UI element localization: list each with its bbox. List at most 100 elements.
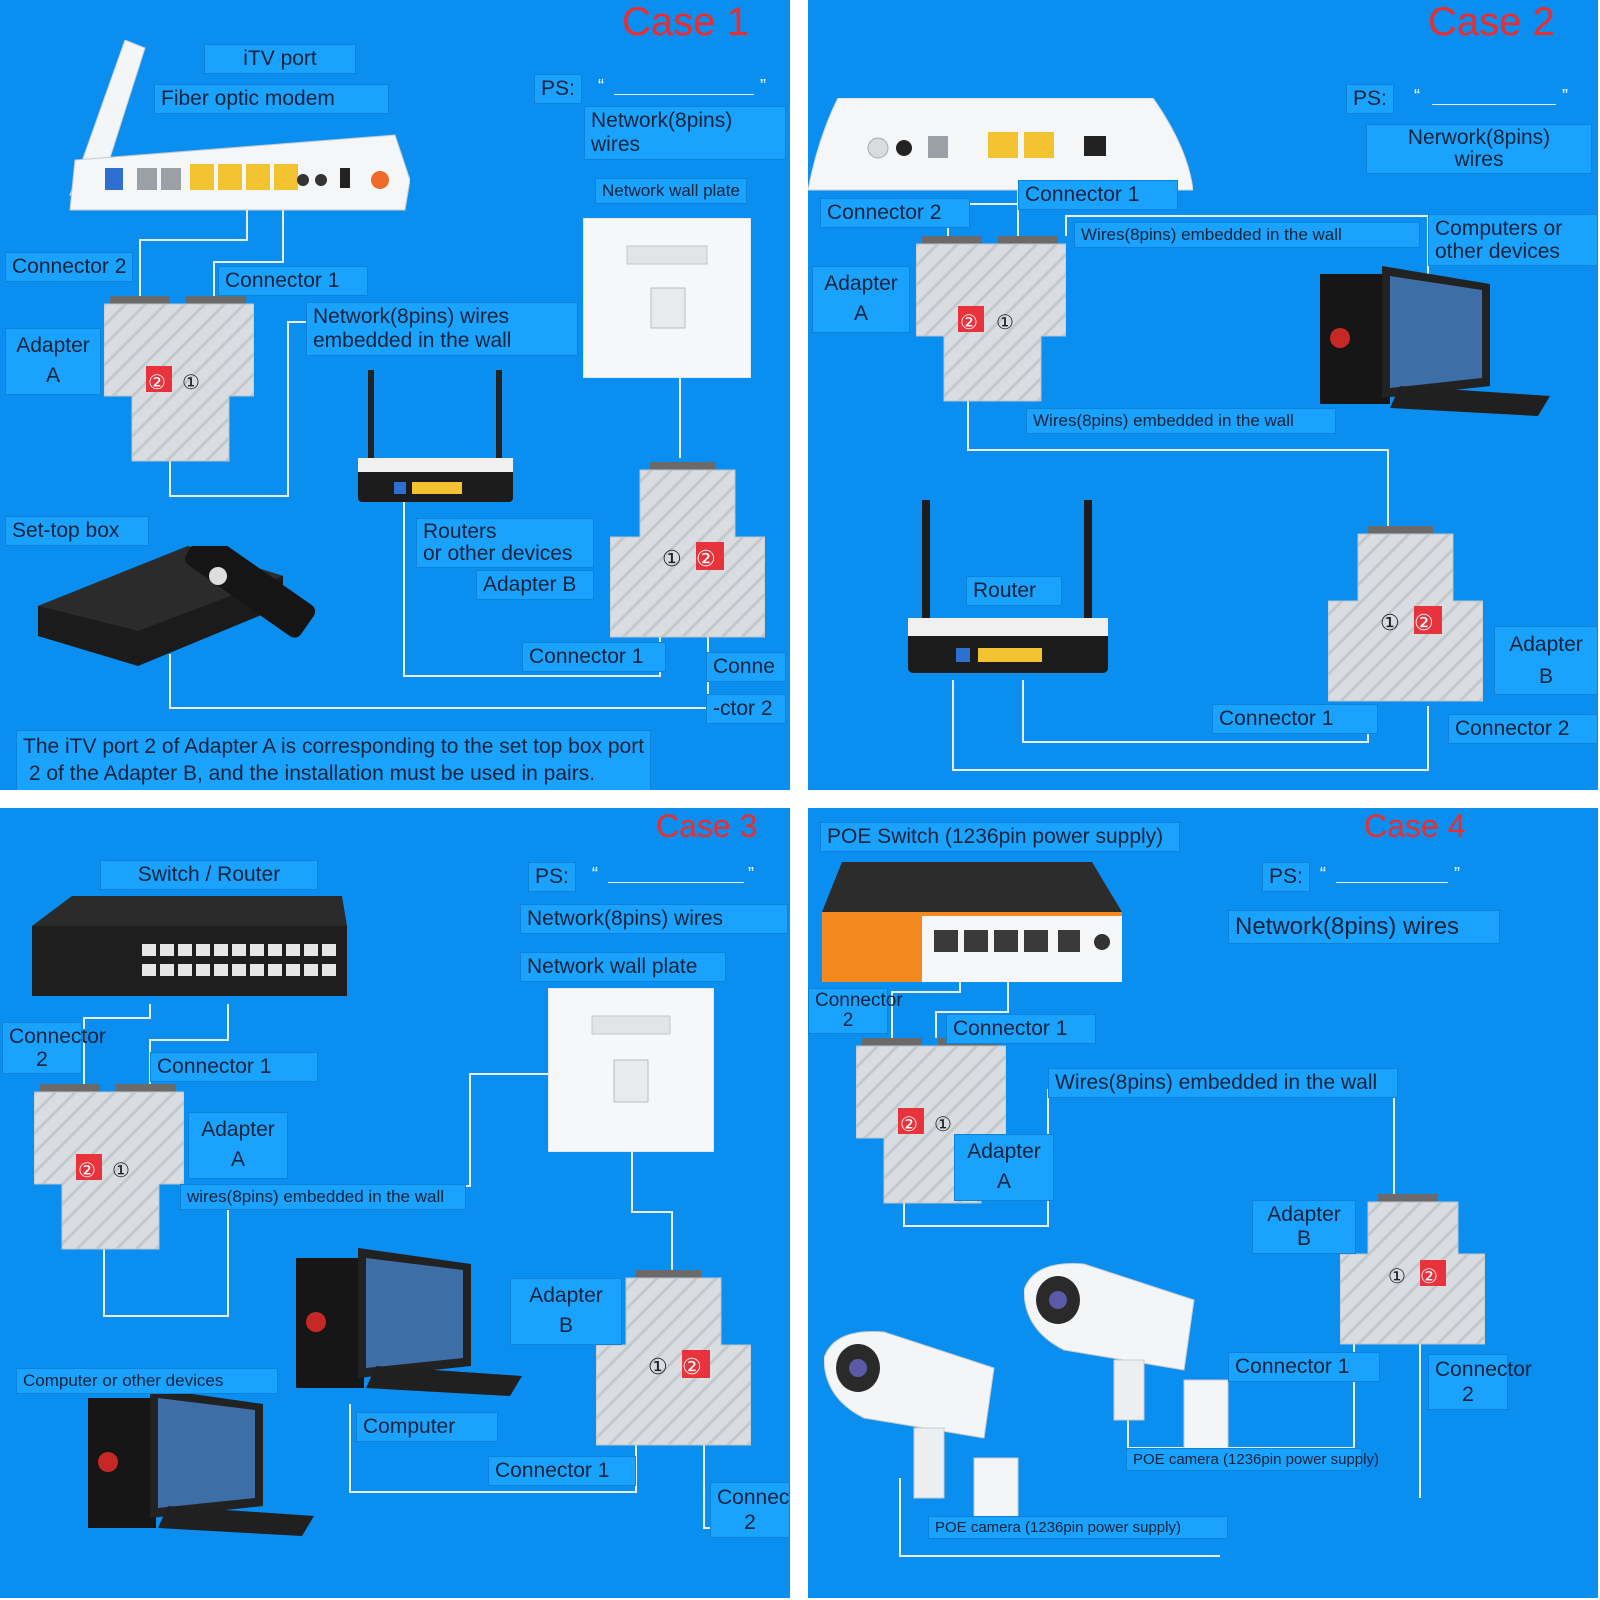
case1-embedded-label: Network(8pins) wires embedded in the wal… <box>306 302 578 356</box>
case2-router-label: Router <box>966 576 1062 606</box>
router-device <box>358 370 513 510</box>
case3-computer-other-device <box>88 1388 318 1538</box>
case4-adapter-b-port-two: ② <box>1414 1264 1444 1291</box>
case3-adapter-b-port-one: ① <box>642 1352 674 1381</box>
case4-title: Case 4 <box>1364 808 1465 845</box>
case2-title: Case 2 <box>1428 0 1555 45</box>
case-4-panel: ② ① ① ② Case 4 POE Switch (1236pin power… <box>808 808 1598 1598</box>
adapter-a-port-one: ① <box>176 370 206 397</box>
routers-label: Routers or other devices <box>416 518 594 568</box>
case1-adapter-b-label: Adapter B <box>476 570 594 600</box>
case1-ps-line <box>614 94 754 95</box>
case4-adapter-b-label: Adapter B <box>1252 1200 1356 1254</box>
case3-quote-open: “ <box>592 864 598 885</box>
case1-wires-label: Network(8pins) wires <box>584 106 786 160</box>
case3-title: Case 3 <box>656 808 757 845</box>
case4-wires-label: Network(8pins) wires <box>1228 910 1500 944</box>
case4-embedded-label: Wires(8pins) embedded in the wall <box>1048 1068 1398 1098</box>
case3-quote-close: ” <box>748 864 754 885</box>
case1-ps-label: PS: <box>534 74 582 104</box>
case2-quote-open: “ <box>1414 86 1420 107</box>
case1-title: Case 1 <box>622 0 749 45</box>
computer-label: Computer <box>356 1412 498 1442</box>
settop-box-label: Set-top box <box>5 516 149 546</box>
case3-connector2-b: Connector 2 <box>710 1482 790 1538</box>
case1-connector2-a: Connector 2 <box>5 252 133 282</box>
case2-computers-label: Computers or other devices <box>1428 214 1598 266</box>
case4-ps-line <box>1336 882 1448 883</box>
settop-box-device <box>38 546 323 676</box>
case4-quote-close: ” <box>1454 864 1460 885</box>
case2-adapter-b-port-two: ② <box>1408 608 1440 637</box>
case2-connector1-b: Connector 1 <box>1212 704 1378 734</box>
case2-ps-line <box>1432 104 1556 105</box>
case4-adapter-a-port-two: ② <box>894 1112 924 1139</box>
case3-adapter-a-port-two: ② <box>72 1158 102 1185</box>
case2-adapter-a-port-one: ① <box>990 310 1020 337</box>
wall-plate-device <box>583 218 751 378</box>
case2-adapter-a-port-two: ② <box>954 310 984 337</box>
itv-port-label: iTV port <box>204 44 356 74</box>
case4-connector1-b: Connector 1 <box>1228 1352 1380 1382</box>
case3-ps-label: PS: <box>528 862 576 892</box>
case3-adapter-a-label: Adapter A <box>188 1112 288 1179</box>
case4-quote-open: “ <box>1320 864 1326 885</box>
case-2-panel: ② ① ① ② Case 2 PS: “ ” Nerwork(8pins) wi… <box>808 0 1598 790</box>
case2-adapter-a-label: Adapter A <box>812 266 910 333</box>
case3-ps-line <box>608 882 744 883</box>
case-1-panel: ② ① ① ② Case 1 iTV port Fiber optic mode… <box>0 0 790 790</box>
adapter-a-port-two: ② <box>142 370 172 397</box>
poe-camera-2-device <box>824 1328 1044 1538</box>
case3-embedded-label: wires(8pins) embedded in the wall <box>180 1184 466 1210</box>
case3-adapter-b-port-two: ② <box>676 1352 708 1381</box>
case1-conne-label: Conne <box>706 652 786 682</box>
case4-adapter-b-port-one: ① <box>1382 1264 1412 1291</box>
case2-embedded-bottom: Wires(8pins) embedded in the wall <box>1026 408 1336 434</box>
case3-wall-plate-label: Network wall plate <box>520 952 726 982</box>
case2-wires-label: Nerwork(8pins) wires <box>1366 124 1592 174</box>
case4-connector2-a: Connector 2 <box>808 988 888 1034</box>
adapter-b-port-two: ② <box>690 544 722 573</box>
poe-switch-label: POE Switch (1236pin power supply) <box>820 822 1180 852</box>
case2-ps-label: PS: <box>1346 84 1394 114</box>
switch-router-label: Switch / Router <box>100 860 318 890</box>
case3-computer-device <box>296 1248 526 1398</box>
case-3-panel: ② ① ① ② Case 3 Switch / Router PS: “ ” N… <box>0 808 790 1598</box>
case4-adapter-a-label: Adapter A <box>954 1134 1054 1201</box>
case2-computer-device <box>1320 266 1560 416</box>
case2-connector2-a: Connector 2 <box>820 198 970 228</box>
case2-connector1-a: Connector 1 <box>1018 180 1178 210</box>
case2-connector2-b: Connector 2 <box>1448 714 1598 744</box>
poe-camera-2-label: POE camera (1236pin power supply) <box>928 1516 1228 1539</box>
case3-wall-plate-device <box>548 988 714 1152</box>
case3-connector2-a: Connector 2 <box>2 1022 82 1074</box>
case1-quote-open: “ <box>598 76 604 97</box>
case3-adapter-a-port-one: ① <box>106 1158 136 1185</box>
poe-camera-1-device <box>1024 1260 1244 1460</box>
case3-connector1-a: Connector 1 <box>150 1052 318 1082</box>
case1-quote-close: ” <box>760 76 766 97</box>
case1-note: The iTV port 2 of Adapter A is correspon… <box>16 730 651 790</box>
poe-switch-device <box>822 862 1122 984</box>
case1-connector1-b: Connector 1 <box>522 642 666 672</box>
fiber-modem-label: Fiber optic modem <box>154 84 389 114</box>
adapter-b-port-one: ① <box>656 544 688 573</box>
case2-adapter-b-label: Adapter B <box>1494 626 1598 695</box>
case1-connector1-a: Connector 1 <box>218 266 368 296</box>
case4-ps-label: PS: <box>1262 862 1310 892</box>
case2-adapter-b-port-one: ① <box>1374 608 1406 637</box>
case1-wall-plate-label: Network wall plate <box>595 178 747 204</box>
case4-connector1-a: Connector 1 <box>946 1014 1096 1044</box>
switch-router-device <box>32 896 347 998</box>
case3-wires-label: Network(8pins) wires <box>520 904 788 934</box>
case2-quote-close: ” <box>1562 86 1568 107</box>
case3-connector1-b: Connector 1 <box>488 1456 636 1486</box>
case1-adapter-a-label: Adapter A <box>5 328 101 395</box>
case4-connector2-b: Connector 2 <box>1428 1354 1508 1410</box>
case3-adapter-b-label: Adapter B <box>510 1278 622 1345</box>
case2-embedded-top: Wires(8pins) embedded in the wall <box>1074 222 1420 248</box>
poe-camera-1-label: POE camera (1236pin power supply) <box>1126 1448 1362 1471</box>
computer-other-label: Computer or other devices <box>16 1368 278 1394</box>
case4-adapter-b-device <box>1340 1194 1485 1349</box>
case1-ctor2-label: -ctor 2 <box>706 694 786 724</box>
